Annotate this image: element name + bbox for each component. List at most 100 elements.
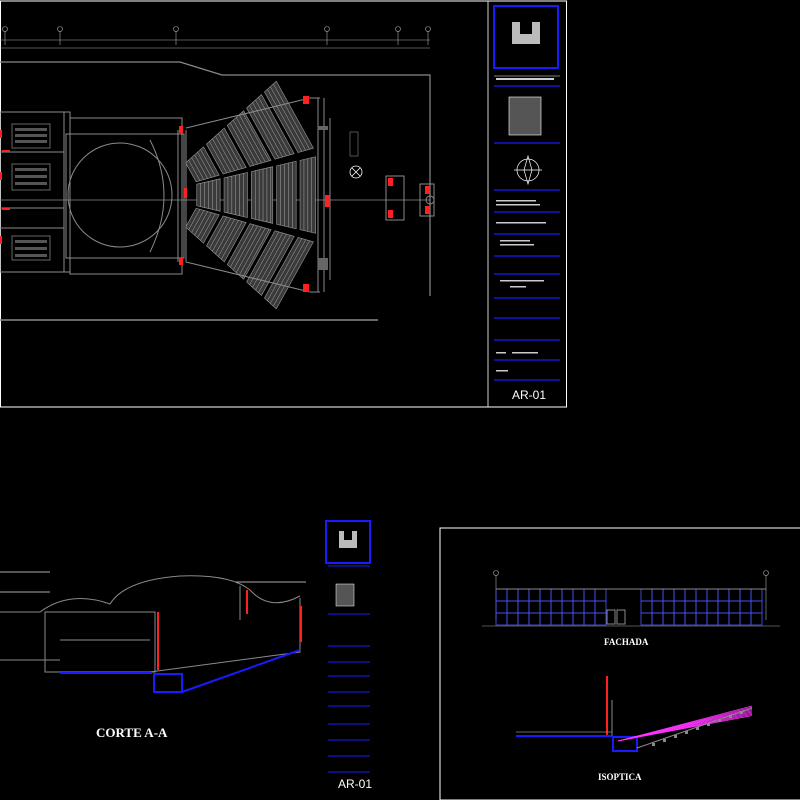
axis-marker-3: [173, 26, 179, 45]
seat-row: [238, 227, 266, 276]
facade-panel: [673, 612, 686, 626]
seat-row: [273, 240, 310, 307]
facade-panel: [695, 588, 708, 602]
elevation-sheet-frame: [439, 527, 800, 800]
section-key-plan: [335, 583, 355, 607]
facade-panel: [594, 588, 607, 602]
section-sheet: CORTE A-A AR-01: [0, 520, 372, 791]
seat-row: [252, 102, 283, 158]
facade-panel: [539, 612, 552, 626]
seating-block: [185, 207, 220, 244]
facade-poles: [482, 570, 780, 627]
seat-row: [209, 216, 228, 249]
spectator-mark: [663, 739, 666, 742]
plan-sheet: AR-01: [0, 0, 567, 408]
seat-row: [209, 141, 228, 174]
isoptic-title: ISOPTICA: [598, 772, 642, 782]
facade-panel: [528, 612, 541, 626]
spectator-mark: [729, 715, 732, 718]
facade-entrance: [606, 609, 626, 625]
facade-panel: [517, 588, 530, 602]
facade-panel: [695, 600, 708, 614]
seat-row: [230, 224, 255, 268]
key-plan: [508, 96, 542, 136]
axis-marker-5: [395, 26, 401, 45]
facade-panel: [684, 600, 697, 614]
seating-block-outline: [251, 166, 274, 224]
seat-row: [215, 219, 235, 255]
facade-panel: [572, 600, 585, 614]
facade-panel: [684, 612, 697, 626]
axis-marker-1: [2, 26, 8, 45]
seating-block: [276, 160, 297, 230]
facade-panel: [706, 588, 719, 602]
facade-panel: [640, 612, 653, 626]
structural-columns: [303, 96, 430, 292]
spectator-mark: [740, 711, 743, 714]
elevation-sheet: FACHADA ISOPTICA: [439, 527, 800, 800]
facade-panel: [739, 612, 752, 626]
seat-row: [218, 220, 239, 257]
facade-panel: [539, 600, 552, 614]
seat-row: [194, 211, 208, 236]
sight-line: [617, 715, 753, 742]
seat-row: [197, 212, 212, 238]
seating-block: [206, 127, 247, 175]
seating-block: [299, 156, 316, 234]
university-logo: [512, 22, 540, 44]
facade-panel: [750, 588, 763, 602]
spectator-mark: [652, 743, 655, 746]
facade-panel: [506, 600, 519, 614]
seat-row: [267, 238, 303, 301]
spectator-mark: [674, 735, 677, 738]
facade-panel: [640, 600, 653, 614]
facade-panel: [728, 600, 741, 614]
seat-row: [188, 209, 201, 230]
seating-block: [251, 166, 274, 224]
north-arrow-plan: [349, 131, 363, 179]
facade-panel: [684, 588, 697, 602]
seat-row: [221, 130, 243, 169]
isoptic-diagram: [516, 676, 753, 752]
seat-row: [230, 122, 255, 166]
facade-panel: [750, 612, 763, 626]
building-outline: [0, 61, 431, 296]
seat-row: [270, 239, 306, 304]
facade-panel: [561, 612, 574, 626]
facade-panel: [673, 588, 686, 602]
sheet-code-main: AR-01: [512, 388, 546, 402]
seat-row: [235, 226, 262, 273]
seating-block-outline: [276, 160, 297, 230]
section-structure: [157, 590, 302, 670]
seat-row: [249, 105, 280, 159]
seat-row: [221, 221, 243, 260]
facade-panel: [594, 600, 607, 614]
facade-panel: [495, 612, 508, 626]
stair-marks: [318, 126, 328, 270]
seat-row: [270, 86, 306, 151]
seating-block: [226, 223, 272, 280]
facade-panel: [594, 612, 607, 626]
section-logo-frame: [325, 520, 371, 564]
seat-row: [218, 133, 239, 170]
axis-markers: [0, 26, 431, 49]
entrance-block: [385, 175, 435, 221]
facade-panel: [750, 600, 763, 614]
spectator-mark: [707, 723, 710, 726]
seat-row: [267, 89, 303, 152]
spectator-mark: [685, 731, 688, 734]
service-furniture: [15, 128, 47, 257]
facade-panel: [673, 600, 686, 614]
axis-marker-2: [57, 26, 63, 45]
seating-block: [223, 172, 248, 218]
facade-panel: [517, 612, 530, 626]
seat-row: [235, 117, 262, 164]
seat-row: [273, 83, 310, 150]
facade-panel: [561, 588, 574, 602]
section-university-logo: [339, 531, 357, 548]
seat-row: [241, 229, 270, 279]
seat-row: [255, 99, 287, 156]
seat-row: [238, 114, 266, 163]
seating-block: [206, 215, 247, 263]
